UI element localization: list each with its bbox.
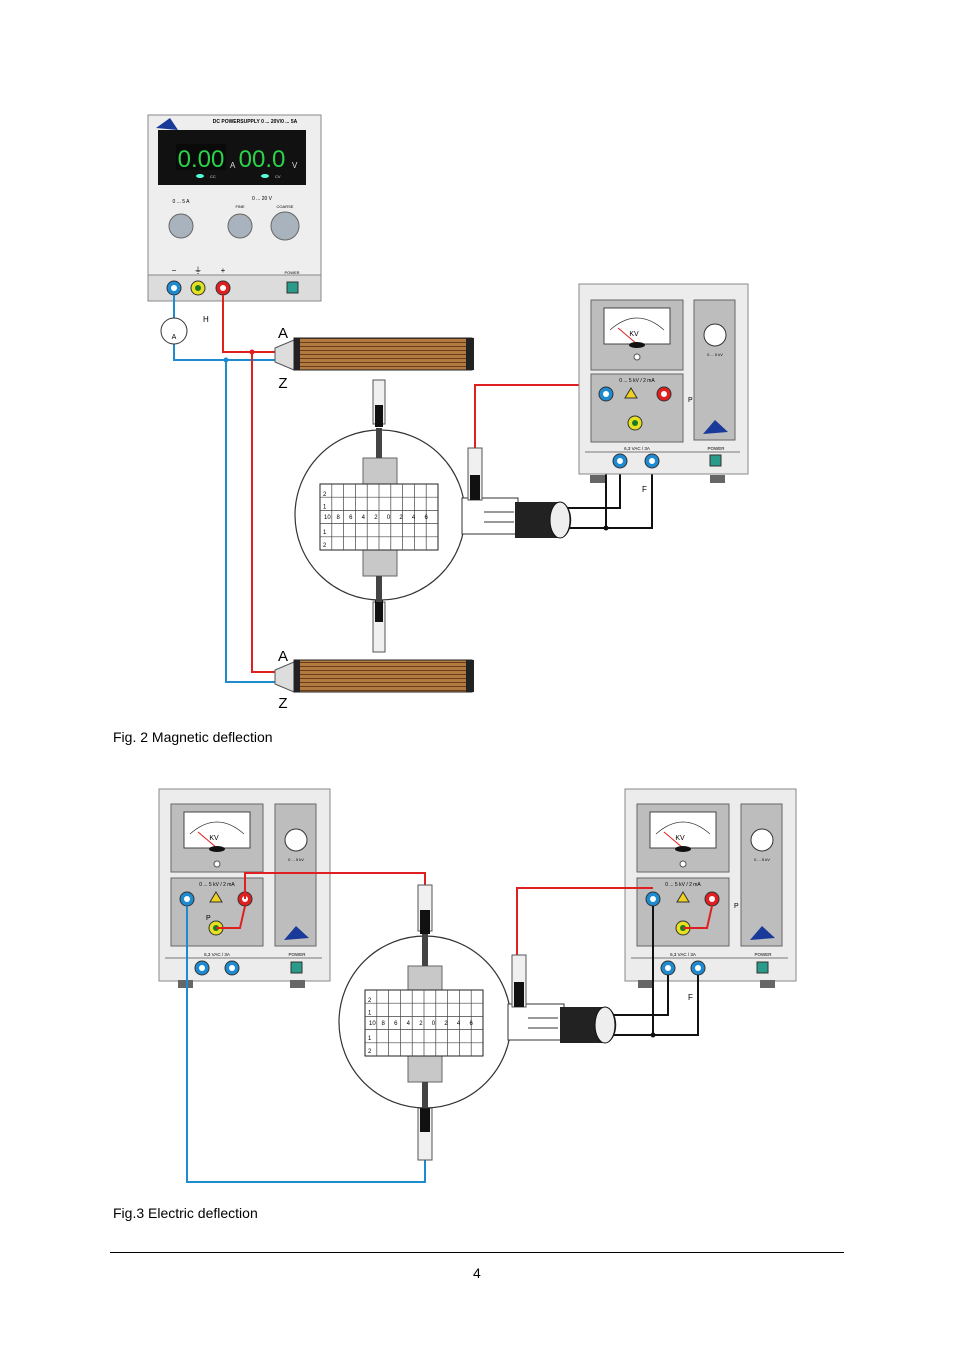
hv-knob-range: 0 ... 5 kV	[707, 352, 723, 357]
scale-x-label: 0	[387, 515, 391, 521]
scale-x-label: 2	[419, 1021, 423, 1027]
label-f-fig3: F	[688, 993, 693, 1002]
scale-x-label: 4	[457, 1021, 461, 1027]
unit-a: A	[230, 161, 236, 170]
scale-y-label: 1	[323, 530, 327, 536]
hv-power-label: POWER	[707, 446, 725, 451]
scale-x-label: 6	[394, 1021, 398, 1027]
hv-output-label: 0 ... 5 kV / 2 mA	[619, 378, 655, 384]
warning-icon	[624, 387, 638, 399]
dc-power-label: POWER	[284, 270, 299, 275]
hv-right-knob-range: 0 ... 5 kV	[754, 857, 770, 862]
hv-left-knob[interactable]	[284, 828, 308, 852]
knob-coarse-label: COARSE	[277, 204, 294, 209]
svg-text:A: A	[172, 334, 177, 341]
footer-rule	[110, 1252, 844, 1253]
term-plus-label: +	[221, 266, 226, 275]
hv-right-heater-label: 6,3 VAC / 3A	[670, 952, 696, 957]
hv-right-meter-unit: KV	[675, 835, 685, 842]
hv-left-heater-label: 6,3 VAC / 3A	[204, 952, 230, 957]
scale-x-label: 4	[362, 515, 366, 521]
dc-power-supply: DC POWERSUPPLY 0 ... 20V/0 ... 5A 0.00 A…	[147, 114, 322, 302]
coil-top-a: A	[278, 325, 288, 342]
scale-x-label: 6	[349, 515, 353, 521]
scale-x-label: 4	[412, 515, 416, 521]
scale-x-label: 6	[469, 1021, 473, 1027]
coil-bottom-z: Z	[278, 695, 287, 712]
hv-left-power-label: POWER	[288, 952, 306, 957]
scale-x-label: 10	[324, 515, 331, 521]
scale-x-label: 2	[374, 515, 378, 521]
coil-bottom: A Z	[274, 648, 474, 712]
hv-knob[interactable]	[703, 323, 727, 347]
fig2-caption: Fig. 2 Magnetic deflection	[113, 729, 273, 745]
knob-fine-label: FINE	[235, 204, 244, 209]
knob-voltage-label: 0 ... 20 V	[252, 196, 273, 202]
dc-title: DC POWERSUPPLY 0 ... 20V/0 ... 5A	[213, 119, 298, 125]
deflection-tube-fig2: 10 8 6 4 2 0 2 4 6 2 1 1 2	[294, 379, 572, 653]
label-f-fig2: F	[642, 485, 647, 494]
hv-power-switch[interactable]	[709, 454, 722, 467]
hv-supply-fig2: KV 0 ... 5 kV / 2 mA P 0 ... 5 kV 6,3 VA…	[578, 283, 749, 483]
scale-x-label: 0	[432, 1021, 436, 1027]
hv-right-power-switch[interactable]	[756, 961, 769, 974]
scale-x-label: 2	[444, 1021, 448, 1027]
hv-meter-unit: KV	[629, 331, 639, 338]
current-display: 0.00	[178, 146, 225, 173]
scale-x-label: 8	[382, 1021, 386, 1027]
led-cc: CC	[210, 174, 216, 179]
scale-y-label: 1	[368, 1011, 372, 1017]
term-minus-label: −	[172, 266, 177, 275]
fig3-caption: Fig.3 Electric deflection	[113, 1205, 258, 1221]
scale-y-label: 2	[323, 492, 327, 498]
scale-x-label: 4	[407, 1021, 411, 1027]
label-p-fig2: P	[688, 397, 693, 404]
power-switch[interactable]	[286, 281, 299, 294]
hv-right-knob[interactable]	[750, 828, 774, 852]
hv-left-meter-unit: KV	[209, 835, 219, 842]
label-p-right: P	[734, 903, 739, 910]
logo-icon	[156, 118, 178, 130]
scale-x-label: 8	[337, 515, 341, 521]
knob-current-label: 0 ... 5 A	[173, 199, 191, 205]
scale-y-label: 1	[323, 505, 327, 511]
label-p-left: P	[206, 915, 211, 922]
coarse-knob[interactable]	[270, 211, 300, 241]
coil-top-z: Z	[278, 375, 287, 392]
scale-y-label: 1	[368, 1036, 372, 1042]
scale-x-label: 10	[369, 1021, 376, 1027]
hv-left-output-label: 0 ... 5 kV / 2 mA	[199, 882, 235, 888]
logo-icon	[703, 420, 728, 434]
hv-left-power-switch[interactable]	[290, 961, 303, 974]
hv-left-knob-range: 0 ... 5 kV	[288, 857, 304, 862]
hv-heater-label: 6,3 VAC / 3A	[624, 446, 650, 451]
logo-icon	[284, 926, 309, 940]
scale-y-label: 2	[368, 998, 372, 1004]
led-cv: CV	[275, 174, 281, 179]
logo-icon	[750, 926, 775, 940]
unit-v: V	[292, 161, 298, 170]
ammeter: A	[160, 317, 188, 345]
voltage-display: 00.0	[239, 146, 286, 173]
label-h: H	[203, 315, 209, 324]
coil-bottom-a: A	[278, 648, 288, 665]
page-number: 4	[473, 1265, 481, 1281]
scale-x-label: 6	[424, 515, 428, 521]
current-knob[interactable]	[168, 213, 194, 239]
scale-y-label: 2	[323, 543, 327, 549]
deflection-tube-fig3: 10 8 6 4 2 0 2 4 6 2 1 1 2	[338, 884, 617, 1161]
warning-icon	[676, 891, 690, 903]
scale-x-label: 2	[399, 515, 403, 521]
term-ground-label: ⏚	[194, 266, 202, 275]
hv-right-power-label: POWER	[754, 952, 772, 957]
scale-y-label: 2	[368, 1049, 372, 1055]
coil-top: A Z	[274, 325, 474, 392]
hv-right-output-label: 0 ... 5 kV / 2 mA	[665, 882, 701, 888]
fine-knob[interactable]	[227, 213, 253, 239]
warning-icon	[209, 891, 223, 903]
